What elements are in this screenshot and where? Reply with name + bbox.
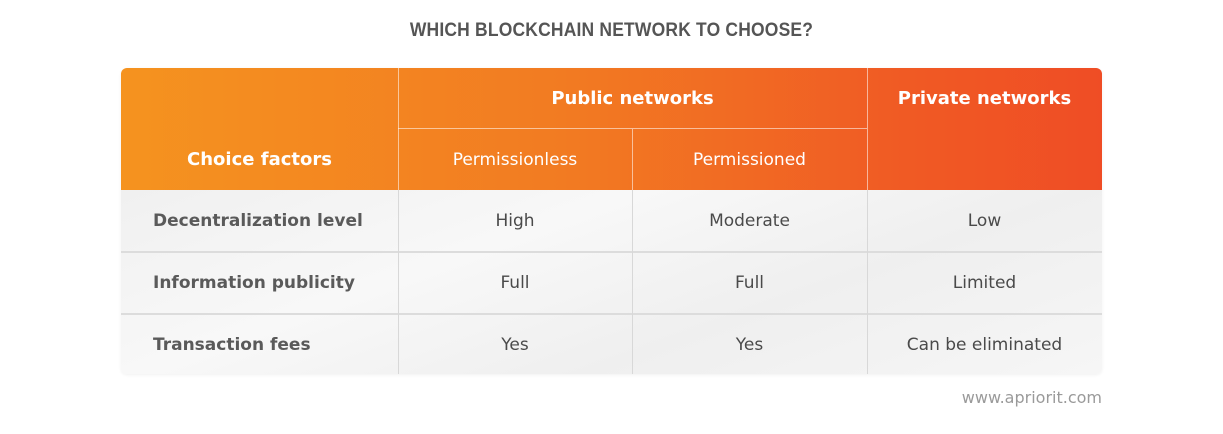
source-credit: www.apriorit.com bbox=[961, 388, 1102, 407]
private-value: Low bbox=[967, 210, 1002, 231]
row-divider bbox=[121, 251, 1102, 253]
factor-label: Transaction fees bbox=[153, 334, 311, 355]
table-header: Choice factors Public networks Private n… bbox=[121, 68, 1102, 190]
private-value: Can be eliminated bbox=[906, 334, 1063, 355]
header-permissionless: Permissionless bbox=[452, 149, 578, 170]
comparison-table: Choice factors Public networks Private n… bbox=[121, 68, 1102, 374]
private-value: Limited bbox=[952, 272, 1017, 293]
column-divider bbox=[632, 190, 633, 374]
header-divider bbox=[867, 68, 868, 190]
table-row: Transaction fees Yes Yes Can be eliminat… bbox=[121, 314, 1102, 374]
page-title: WHICH BLOCKCHAIN NETWORK TO CHOOSE? bbox=[409, 20, 814, 41]
row-divider bbox=[121, 313, 1102, 315]
header-private-networks: Private networks bbox=[897, 88, 1072, 109]
table-body: Decentralization level High Moderate Low… bbox=[121, 190, 1102, 374]
header-choice-factors: Choice factors bbox=[187, 149, 332, 170]
permissioned-value: Moderate bbox=[709, 210, 790, 231]
permissionless-value: High bbox=[495, 210, 535, 231]
header-divider bbox=[398, 128, 867, 129]
header-permissioned: Permissioned bbox=[693, 149, 806, 170]
permissioned-value: Yes bbox=[735, 334, 764, 355]
permissionless-value: Yes bbox=[501, 334, 529, 355]
column-divider bbox=[398, 190, 399, 374]
permissionless-value: Full bbox=[500, 272, 530, 293]
table-row: Information publicity Full Full Limited bbox=[121, 252, 1102, 313]
factor-label: Information publicity bbox=[153, 272, 355, 293]
permissioned-value: Full bbox=[734, 272, 765, 293]
header-public-networks: Public networks bbox=[551, 88, 714, 109]
column-divider bbox=[867, 190, 868, 374]
header-divider bbox=[632, 129, 633, 190]
table-row: Decentralization level High Moderate Low bbox=[121, 190, 1102, 251]
header-divider bbox=[398, 68, 399, 190]
factor-label: Decentralization level bbox=[153, 210, 363, 231]
